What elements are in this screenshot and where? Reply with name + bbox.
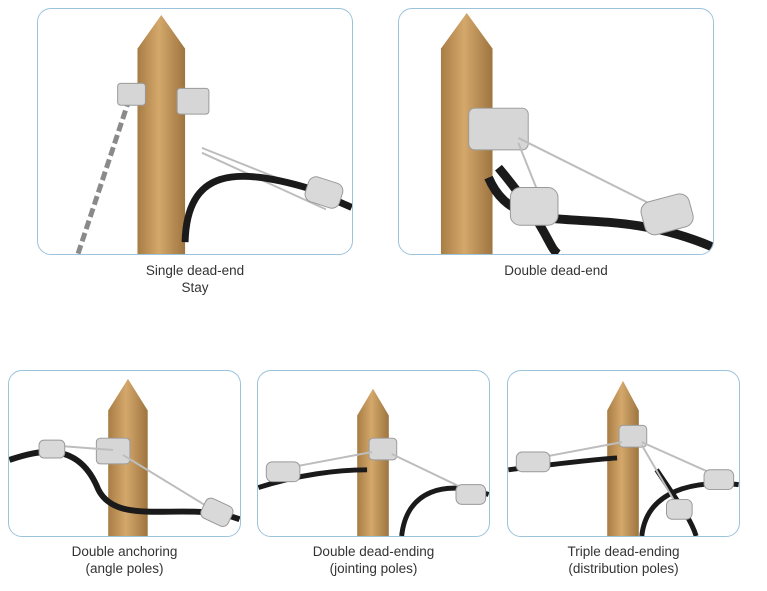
caption-line: Triple dead-ending (567, 544, 680, 559)
triple-dead-ending-illustration (508, 380, 739, 536)
tension-clamp (640, 193, 694, 236)
tension-clamp (509, 187, 559, 226)
tension-clamp (304, 176, 344, 209)
panel-double-anchoring (8, 370, 241, 537)
double-dead-end-illustration (440, 12, 713, 254)
caption-line: Double dead-ending (312, 544, 435, 559)
caption-line: (angle poles) (85, 561, 164, 576)
tension-clamp (665, 498, 693, 520)
tension-clamp (265, 461, 301, 483)
pole-bracket (117, 82, 146, 106)
panel-double-dead-ending (257, 370, 490, 537)
single-dead-end-illustration (75, 14, 352, 254)
caption-single-dead-end: Single dead-end Stay (37, 262, 353, 296)
caption-line: Double anchoring (71, 544, 178, 559)
pole-bracket (176, 87, 210, 115)
tension-clamp (455, 484, 487, 505)
caption-double-anchoring: Double anchoring (angle poles) (8, 543, 241, 577)
tension-clamp (200, 497, 234, 527)
panel-single-dead-end (37, 8, 353, 255)
wooden-pole (607, 380, 639, 536)
pole-bracket (95, 437, 131, 465)
caption-triple-dead-ending: Triple dead-ending (distribution poles) (507, 543, 740, 577)
double-anchoring-illustration (9, 378, 240, 536)
wooden-pole (440, 12, 493, 254)
caption-line: (jointing poles) (329, 561, 418, 576)
aerial-cable (181, 172, 352, 243)
aerial-cable (484, 175, 713, 252)
pole-bracket (468, 107, 529, 151)
tension-clamp (703, 469, 735, 491)
pole-bracket (368, 437, 398, 461)
caption-double-dead-end: Double dead-end (398, 262, 714, 279)
panel-double-dead-end (398, 8, 714, 255)
caption-line: (distribution poles) (568, 561, 679, 576)
caption-line: Double dead-end (504, 263, 608, 278)
tension-clamp (515, 451, 551, 473)
caption-double-dead-ending: Double dead-ending (jointing poles) (257, 543, 490, 577)
tension-clamp (38, 439, 66, 459)
aerial-cable (258, 467, 368, 490)
pole-bracket (618, 424, 648, 448)
wooden-pole (137, 14, 186, 254)
aerial-cable (495, 164, 561, 254)
stay-chain (75, 97, 132, 254)
caption-line: Single dead-end (145, 263, 245, 278)
wooden-pole (357, 388, 389, 536)
double-dead-ending-illustration (258, 388, 489, 536)
panel-triple-dead-ending (507, 370, 740, 537)
caption-line: Stay (181, 280, 209, 295)
